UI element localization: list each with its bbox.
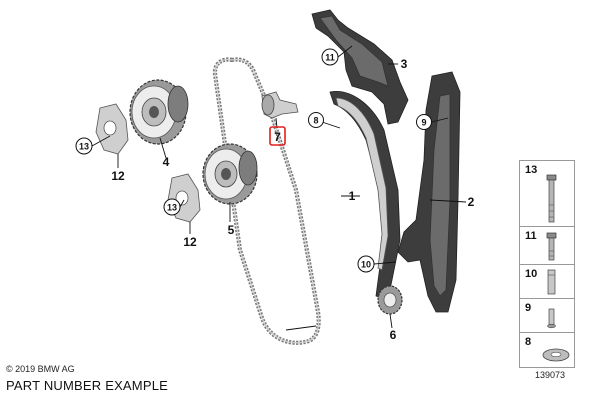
callout-3: 3 xyxy=(401,57,408,71)
callout-11: 11 xyxy=(325,53,335,63)
callout-circle-13b xyxy=(163,198,181,216)
callout-12b: 12 xyxy=(183,235,197,249)
callout-10: 10 xyxy=(361,260,371,270)
guide-rail-part-2 xyxy=(397,71,461,313)
callout-circle-10 xyxy=(357,255,375,273)
callout-6: 6 xyxy=(390,328,397,342)
callout-9: 9 xyxy=(421,118,426,128)
fastener-legend-table: 13 11 10 9 8 xyxy=(519,160,575,368)
legend-row-10: 10 xyxy=(520,265,574,299)
washer-icon xyxy=(542,348,570,362)
legend-number-11: 11 xyxy=(525,230,537,242)
copyright-notice: © 2019 BMW AG xyxy=(6,364,75,374)
callout-5: 5 xyxy=(228,223,235,237)
legend-number-8: 8 xyxy=(525,336,532,348)
upper-chain-guide-part-3 xyxy=(311,9,409,125)
timing-chain-part-1 xyxy=(212,57,321,345)
diagram-id: 139073 xyxy=(535,370,566,380)
part-number-example-label: PART NUMBER EXAMPLE xyxy=(6,378,169,393)
camshaft-sprocket-part-5 xyxy=(202,143,258,205)
callout-2: 2 xyxy=(468,195,475,209)
leader-lines xyxy=(91,45,467,331)
legend-row-11: 11 xyxy=(520,227,574,265)
callout-circle-9 xyxy=(416,114,432,130)
callout-12a: 12 xyxy=(111,169,125,183)
pin-icon xyxy=(547,308,556,329)
callout-7: 7 xyxy=(274,130,281,144)
callout-circle-11 xyxy=(321,48,339,66)
chain-tensioner-part-7 xyxy=(261,91,299,119)
long-bolt-icon xyxy=(546,174,557,223)
callout-4: 4 xyxy=(163,155,170,169)
callout-13a: 13 xyxy=(79,142,89,152)
camshaft-sprocket-part-4 xyxy=(129,79,189,145)
trigger-wheel-upper-part-12 xyxy=(95,103,129,155)
bolt-icon xyxy=(546,232,557,261)
legend-number-13: 13 xyxy=(525,164,538,176)
legend-row-8: 8 xyxy=(520,333,574,367)
sleeve-bolt-icon xyxy=(547,269,556,295)
callout-8: 8 xyxy=(313,116,318,126)
callout-1: 1 xyxy=(349,189,356,203)
callout-circle-8 xyxy=(308,112,324,128)
legend-number-10: 10 xyxy=(525,268,538,280)
highlight-box-part-7 xyxy=(269,126,286,146)
callout-13b: 13 xyxy=(167,203,177,213)
crank-sprocket-part-6 xyxy=(377,285,403,315)
legend-row-13: 13 xyxy=(520,161,574,227)
legend-number-9: 9 xyxy=(525,302,532,314)
callout-circle-13a xyxy=(75,137,93,155)
legend-row-9: 9 xyxy=(520,299,574,333)
